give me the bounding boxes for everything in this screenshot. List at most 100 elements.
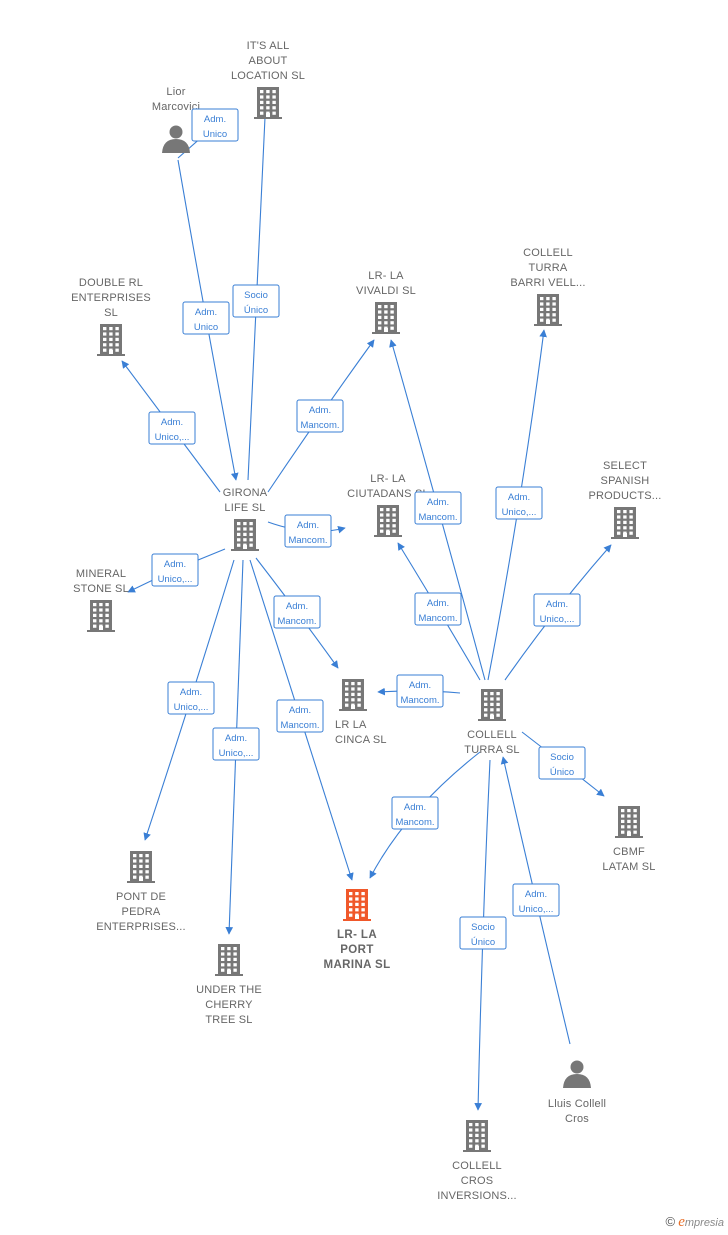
building-icon [231, 519, 259, 551]
node-mineral[interactable]: MINERAL STONE SL [73, 568, 129, 632]
edge-label-girona-to-ciutadans[interactable]: Adm.Mancom. [284, 514, 332, 548]
node-label-line: TREE SL [205, 1014, 252, 1026]
edge-label-text: Adm. [225, 733, 247, 744]
node-label-line: LOCATION SL [231, 70, 305, 82]
edge-label-text: Adm. [409, 680, 431, 691]
edge-label-text: Mancom. [277, 616, 316, 627]
edge-label-box [284, 514, 332, 548]
node-label-line: PRODUCTS... [588, 490, 661, 502]
node-collell_cros[interactable]: COLLELLCROSINVERSIONS... [437, 1120, 517, 1202]
edge-label-collell_turra-to-vivaldi[interactable]: Adm.Mancom. [414, 491, 462, 525]
building-icon [372, 302, 400, 334]
node-label-line: ENTERPRISES [71, 292, 151, 304]
node-girona[interactable]: GIRONA LIFE SL [223, 487, 268, 551]
edge-label-text: Adm. [508, 492, 530, 503]
edge-label-text: Adm. [427, 598, 449, 609]
node-label-line: Marcovici [152, 101, 200, 113]
edge-label-text: Adm. [525, 889, 547, 900]
node-label-line: LR- LA [368, 270, 404, 282]
edge-label-box [148, 411, 196, 445]
node-label-line: VIVALDI SL [356, 285, 416, 297]
node-label-line: CROS [461, 1175, 494, 1187]
edge-label-collell_turra-to-ciutadans[interactable]: Adm. Mancom. [414, 592, 462, 626]
edge-label-text: Único [244, 305, 268, 316]
edge-label-text: Adm. [404, 802, 426, 813]
edge-label-lluis-to-collell_turra[interactable]: Adm.Unico,... [512, 883, 560, 917]
edge-label-girona-to-cherry[interactable]: Adm. Unico,... [212, 727, 260, 761]
node-label-line: UNDER THE [196, 984, 262, 996]
edge-label-text: Adm. [289, 705, 311, 716]
edge-label-text: Unico,... [219, 748, 254, 759]
edge-label-box [276, 699, 324, 733]
edge-label-box [495, 486, 543, 520]
edge-label-text: Mancom. [280, 720, 319, 731]
edge-label-text: Unico,... [155, 432, 190, 443]
edge-label-girona-to-vivaldi[interactable]: Adm. Mancom. [296, 399, 344, 433]
edge-label-collell_turra-to-cinca[interactable]: Adm.Mancom. [396, 674, 444, 708]
edge-label-text: Mancom. [300, 420, 339, 431]
node-pont_de_pedra[interactable]: PONT DEPEDRAENTERPRISES... [96, 851, 186, 933]
edge-label-box [232, 284, 280, 318]
node-label-line: DOUBLE RL [79, 277, 143, 289]
brand-rest: mpresia [684, 1217, 724, 1229]
edge-label-girona-to-cinca[interactable]: Adm.Mancom. [273, 595, 321, 629]
edge-label-text: Unico [203, 129, 227, 140]
node-label-line: COLLELL [523, 247, 573, 259]
edge-label-girona-to-pont_de_pedra[interactable]: Adm.Unico,... [167, 681, 215, 715]
edge-label-lior-to-its_all[interactable]: Adm.Unico [191, 108, 239, 142]
edge-label-lior-to-girona[interactable]: Adm.Unico [182, 301, 230, 335]
edge-label-box [512, 883, 560, 917]
node-label-line: INVERSIONS... [437, 1190, 517, 1202]
node-label-line: COLLELL [467, 729, 517, 741]
node-label-line: PONT DE [116, 891, 166, 903]
edge-label-collell_turra-to-collell_barri[interactable]: Adm. Unico,... [495, 486, 543, 520]
node-label-line: MINERAL [76, 568, 126, 580]
node-select_spanish[interactable]: SELECT SPANISH PRODUCTS... [588, 460, 661, 539]
node-label-line: SELECT [603, 460, 647, 472]
node-label-line: LR LA [335, 719, 367, 731]
node-label-line: ABOUT [249, 55, 288, 67]
edge-label-box [296, 399, 344, 433]
edge-label-text: Mancom. [418, 613, 457, 624]
node-label-line: LR- LA [370, 473, 406, 485]
node-label-line: PORT [340, 944, 374, 956]
edge-label-text: Mancom. [288, 535, 327, 546]
node-label-line: LR- LA [337, 929, 377, 941]
edge-label-girona-to-mineral[interactable]: Adm.Unico,... [151, 553, 199, 587]
empresia-logo[interactable]: © empresia [666, 1214, 724, 1231]
edge-label-text: Adm. [309, 405, 331, 416]
edge-label-girona-to-port_marina[interactable]: Adm. Mancom. [276, 699, 324, 733]
edge-label-text: Adm. [427, 497, 449, 508]
node-vivaldi[interactable]: LR- LA VIVALDI SL [356, 270, 416, 334]
node-label-line: GIRONA [223, 487, 268, 499]
edge-label-box [459, 916, 507, 950]
edge-label-girona-to-double_rl[interactable]: Adm.Unico,... [148, 411, 196, 445]
building-icon [463, 1120, 491, 1152]
edge-label-text: Mancom. [395, 817, 434, 828]
node-label-line: SPANISH [601, 475, 650, 487]
edge-label-text: Unico,... [502, 507, 537, 518]
node-label-line: CBMF [613, 846, 645, 858]
node-label-line: STONE SL [73, 583, 129, 595]
edge-label-collell_turra-to-port_marina[interactable]: Adm. Mancom. [391, 796, 439, 830]
edge-label-collell_turra-to-select_spanish[interactable]: Adm.Unico,... [533, 593, 581, 627]
node-label-line: LIFE SL [224, 502, 265, 514]
building-icon [87, 600, 115, 632]
edge-label-text: Adm. [164, 559, 186, 570]
node-label-line: BARRI VELL... [510, 277, 585, 289]
